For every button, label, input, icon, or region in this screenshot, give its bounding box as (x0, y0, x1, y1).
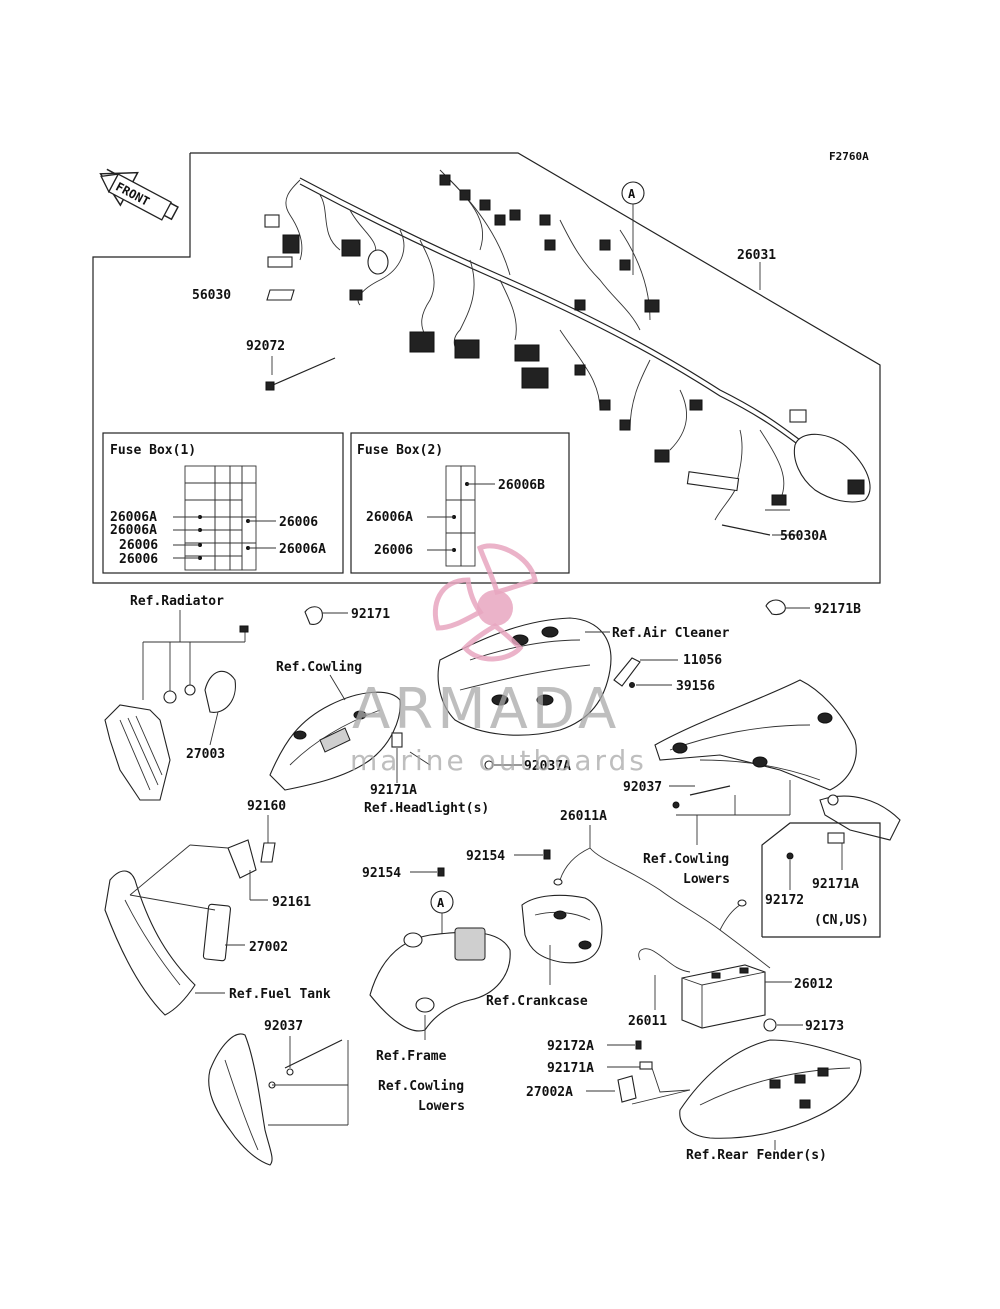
callout-a-lower-label: A (437, 896, 445, 910)
clip-92171B (765, 599, 810, 616)
fuse-box-1-left-label-1: 26006A (110, 510, 157, 525)
part-92171A-1: 92171A (370, 783, 417, 798)
ref-rear-fender: Ref.Rear Fender(s) (686, 1148, 827, 1163)
ground-lead-26011A (553, 825, 771, 969)
fuse-box-2-title: Fuse Box(2) (357, 443, 443, 458)
bracket-11056 (613, 657, 678, 688)
part-92072: 92072 (246, 339, 285, 354)
ref-headlights: Ref.Headlight(s) (364, 801, 489, 816)
pink-propeller-logo (432, 543, 538, 662)
part-92171A-3: 92171A (547, 1061, 594, 1076)
part-92037-2: 92037 (264, 1019, 303, 1034)
front-arrow-icon: FRONT (99, 168, 179, 221)
part-56030A: 56030A (780, 529, 827, 544)
left-lower-cowling (208, 1033, 349, 1166)
clip-92171 (304, 606, 348, 625)
ref-cowling-lowers-2: Ref.Cowling (378, 1079, 464, 1094)
fuse-box-1-right-label-2: 26006A (279, 542, 326, 557)
fuse-box-1-right-label-1: 26006 (279, 515, 318, 530)
ref-cowling: Ref.Cowling (276, 660, 362, 675)
part-92172: 92172 (765, 893, 804, 908)
upper-cowling (269, 674, 403, 791)
frame-part (369, 927, 511, 1040)
fuse-box-2-label-2: 26006A (366, 510, 413, 525)
part-92173: 92173 (805, 1019, 844, 1034)
part-26011A: 26011A (560, 809, 607, 824)
ref-cowling-lowers-2b: Lowers (418, 1099, 465, 1114)
crankcase-part (521, 894, 603, 985)
fuse-box-1: Fuse Box(1) 26006A 26006A 26006 26006 26… (102, 432, 344, 574)
part-92171B: 92171B (814, 602, 861, 617)
part-92154-1: 92154 (362, 866, 401, 881)
callout-a-harness: A (621, 181, 645, 275)
ref-fuel-tank: Ref.Fuel Tank (229, 987, 331, 1002)
part-26012: 26012 (794, 977, 833, 992)
part-26011: 26011 (628, 1014, 667, 1029)
right-cowling-assembly (654, 679, 901, 841)
callout-a-label: A (628, 187, 636, 201)
part-92161: 92161 (272, 895, 311, 910)
fuel-tank-bracket (104, 844, 229, 1016)
rear-fender (679, 1039, 862, 1150)
part-92037A: 92037A (524, 759, 571, 774)
fuse-box-1-title: Fuse Box(1) (110, 443, 196, 458)
ref-cowling-lowers-1: Ref.Cowling (643, 852, 729, 867)
ref-frame: Ref.Frame (376, 1049, 447, 1064)
part-27002: 27002 (249, 940, 288, 955)
harness-frame (92, 152, 881, 584)
ref-radiator: Ref.Radiator (130, 594, 224, 609)
part-92172A: 92172A (547, 1039, 594, 1054)
figure-code: F2760A (829, 150, 869, 163)
cn-us-note: (CN,US) (814, 913, 869, 928)
part-92171A-2: 92171A (812, 877, 859, 892)
part-27003: 27003 (186, 747, 225, 762)
part-92171: 92171 (351, 607, 390, 622)
clamp-92173 (763, 1018, 803, 1032)
callout-a-lower: A (430, 890, 454, 945)
ref-cowling-lowers-1b: Lowers (683, 872, 730, 887)
fuse-box-1-left-label-4: 26006 (119, 552, 158, 567)
fuse-box-2-label-3: 26006 (374, 543, 413, 558)
fuse-box-1-left-label-3: 26006 (119, 538, 158, 553)
watermark-brand: ARMADA (352, 677, 620, 742)
fuse-box-2-label-1: 26006B (498, 478, 545, 493)
ref-air-cleaner: Ref.Air Cleaner (612, 626, 730, 641)
part-39156: 39156 (676, 679, 715, 694)
part-92154-2: 92154 (466, 849, 505, 864)
part-26031: 26031 (737, 248, 776, 263)
part-92037-1: 92037 (623, 780, 662, 795)
cn-us-box (761, 822, 881, 938)
main-wiring-harness (264, 169, 871, 521)
battery-26012 (638, 948, 792, 1029)
part-56030: 56030 (192, 288, 231, 303)
fuse-box-2: Fuse Box(2) 26006B 26006A 26006 (350, 432, 570, 574)
part-27002A: 27002A (526, 1085, 573, 1100)
radiator-bracket (104, 610, 249, 801)
relay-bracket-92161 (202, 839, 276, 962)
ref-crankcase: Ref.Crankcase (486, 994, 588, 1009)
watermark-tagline: marine outboards (350, 744, 647, 777)
part-11056: 11056 (683, 653, 722, 668)
watermark: ARMADA marine outboards (350, 543, 647, 777)
fuse-box-1-left-label-2: 26006A (110, 523, 157, 538)
part-92160: 92160 (247, 799, 286, 814)
